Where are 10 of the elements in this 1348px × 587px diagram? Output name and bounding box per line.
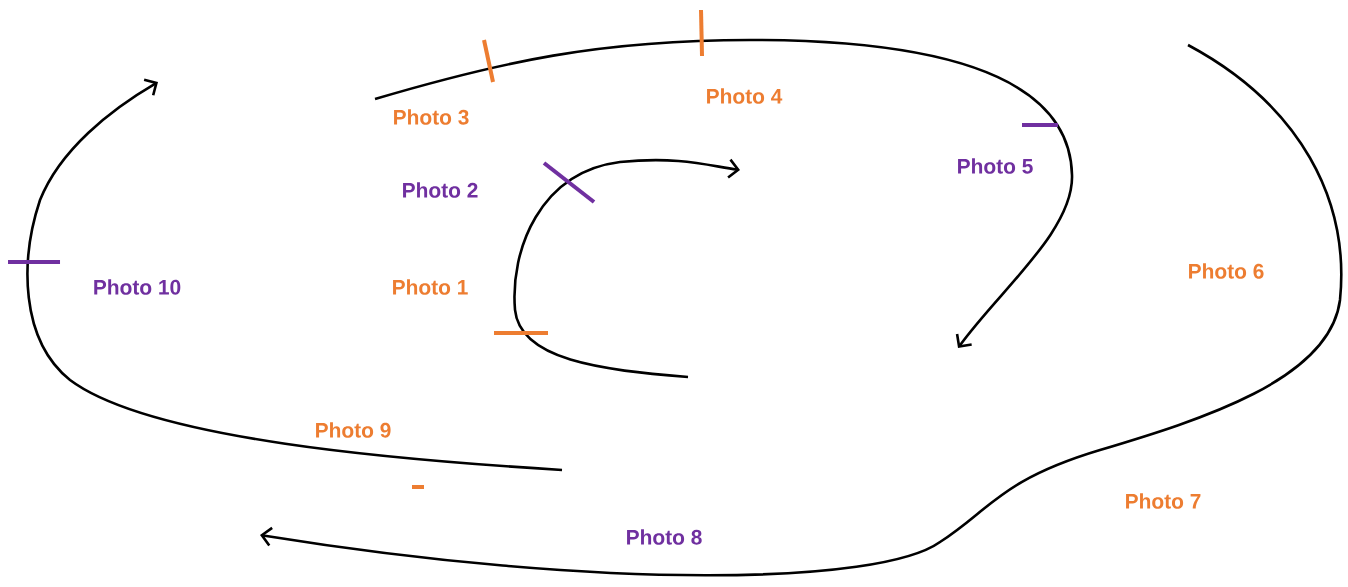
photo-label: Photo 7 <box>1126 493 1201 509</box>
photo-label: Photo 2 <box>403 182 478 198</box>
photo-label: Photo 9 <box>316 422 391 438</box>
photo-label: Photo 3 <box>394 109 469 125</box>
photo-label: Photo 8 <box>627 529 702 545</box>
photo-label: Photo 1 <box>393 279 468 295</box>
photo-label: Photo 10 <box>94 279 181 295</box>
photo-label: Photo 6 <box>1189 263 1264 279</box>
photo-label: Photo 5 <box>958 158 1033 174</box>
photo-label: Photo 4 <box>707 88 783 104</box>
